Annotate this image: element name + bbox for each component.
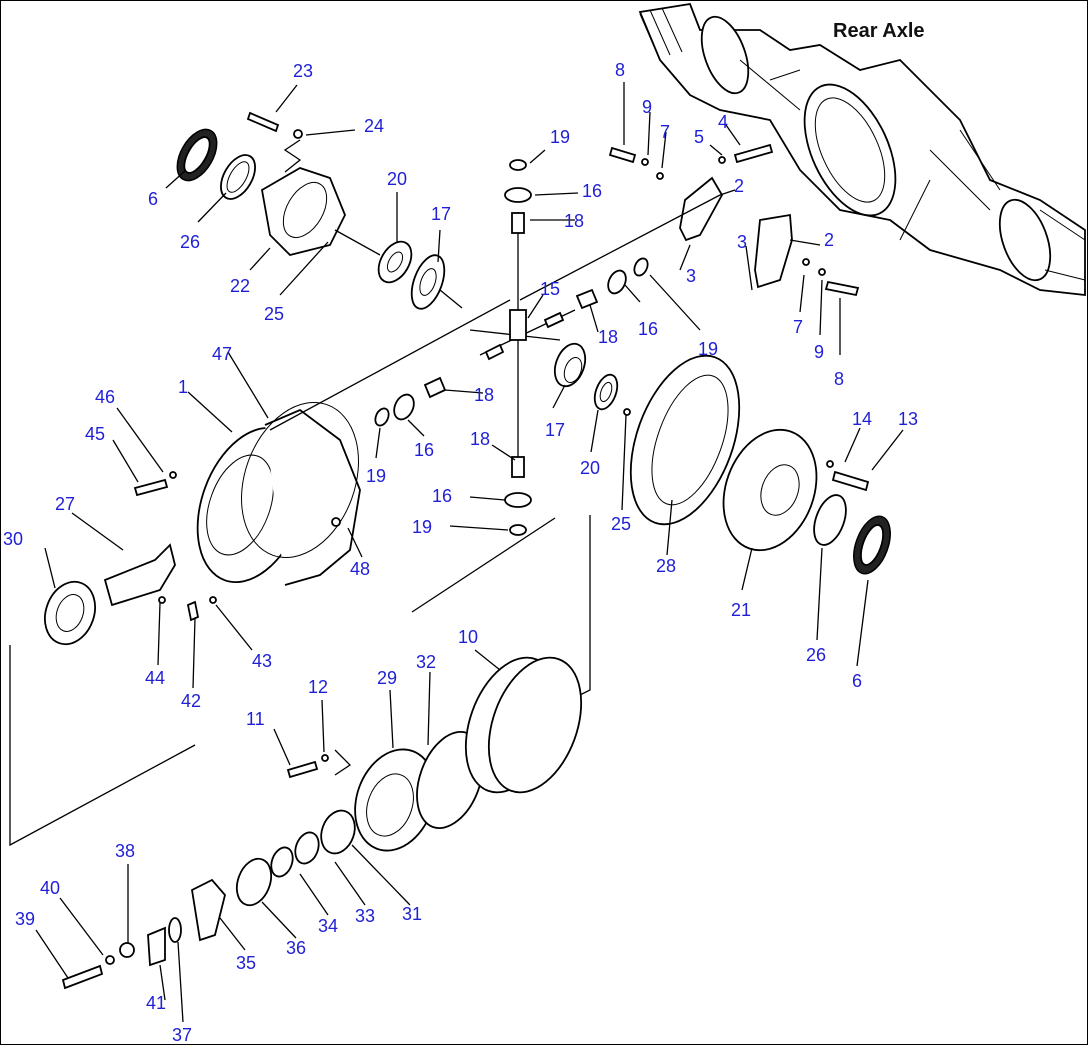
callout-21: 21 — [731, 600, 751, 620]
callout-43: 43 — [252, 651, 272, 671]
callout-10: 10 — [458, 627, 478, 647]
callout-19: 19 — [698, 339, 718, 359]
callout-44: 44 — [145, 668, 165, 688]
callout-19: 19 — [550, 127, 570, 147]
diagram-title: Rear Axle — [833, 20, 925, 42]
callout-19: 19 — [366, 466, 386, 486]
callout-34: 34 — [318, 916, 338, 936]
callout-13: 13 — [898, 409, 918, 429]
parts-drawing — [9, 111, 891, 990]
callout-16: 16 — [432, 486, 452, 506]
callout-3: 3 — [737, 232, 747, 252]
callout-19: 19 — [412, 517, 432, 537]
callout-20: 20 — [387, 169, 407, 189]
callout-11: 11 — [246, 709, 265, 729]
callout-23: 23 — [293, 61, 313, 81]
callout-28: 28 — [656, 556, 676, 576]
callout-41: 41 — [146, 993, 166, 1013]
callout-6: 6 — [852, 671, 862, 691]
callout-18: 18 — [564, 211, 584, 231]
callout-labels: 23 24 6 26 22 25 20 17 19 16 18 8 9 7 5 … — [3, 60, 918, 1045]
callout-31: 31 — [402, 904, 422, 924]
axle-housing-drawing — [638, 2, 1086, 297]
callout-42: 42 — [181, 691, 201, 711]
callout-40: 40 — [40, 878, 60, 898]
callout-5: 5 — [694, 127, 704, 147]
callout-7: 7 — [793, 317, 803, 337]
callout-30: 30 — [3, 529, 23, 549]
callout-25: 25 — [611, 514, 631, 534]
callout-36: 36 — [286, 938, 306, 958]
callout-17: 17 — [431, 204, 451, 224]
callout-47: 47 — [212, 344, 232, 364]
callout-16: 16 — [414, 440, 434, 460]
callout-3: 3 — [686, 266, 696, 286]
callout-27: 27 — [55, 494, 75, 514]
callout-22: 22 — [230, 276, 250, 296]
callout-24: 24 — [364, 116, 384, 136]
callout-12: 12 — [308, 677, 328, 697]
leader-lines — [35, 82, 904, 1023]
callout-20: 20 — [580, 458, 600, 478]
callout-25: 25 — [264, 304, 284, 324]
callout-16: 16 — [638, 319, 658, 339]
callout-9: 9 — [814, 342, 824, 362]
callout-18: 18 — [598, 327, 618, 347]
callout-38: 38 — [115, 841, 135, 861]
callout-29: 29 — [377, 668, 397, 688]
callout-32: 32 — [416, 652, 436, 672]
callout-26: 26 — [806, 645, 826, 665]
callout-7: 7 — [660, 122, 670, 142]
callout-39: 39 — [15, 909, 35, 929]
callout-6: 6 — [148, 189, 158, 209]
callout-48: 48 — [350, 559, 370, 579]
callout-37: 37 — [172, 1025, 192, 1045]
callout-2: 2 — [734, 176, 744, 196]
callout-16: 16 — [582, 181, 602, 201]
callout-15: 15 — [540, 279, 560, 299]
callout-9: 9 — [642, 97, 652, 117]
callout-45: 45 — [85, 424, 105, 444]
callout-8: 8 — [834, 369, 844, 389]
callout-26: 26 — [180, 232, 200, 252]
callout-1: 1 — [178, 377, 188, 397]
callout-2: 2 — [824, 230, 834, 250]
callout-18: 18 — [470, 429, 490, 449]
callout-17: 17 — [545, 420, 565, 440]
callout-8: 8 — [615, 60, 625, 80]
callout-46: 46 — [95, 387, 115, 407]
callout-4: 4 — [718, 112, 728, 132]
callout-18: 18 — [474, 385, 494, 405]
callout-35: 35 — [236, 953, 256, 973]
callout-33: 33 — [355, 906, 375, 926]
callout-14: 14 — [852, 409, 872, 429]
